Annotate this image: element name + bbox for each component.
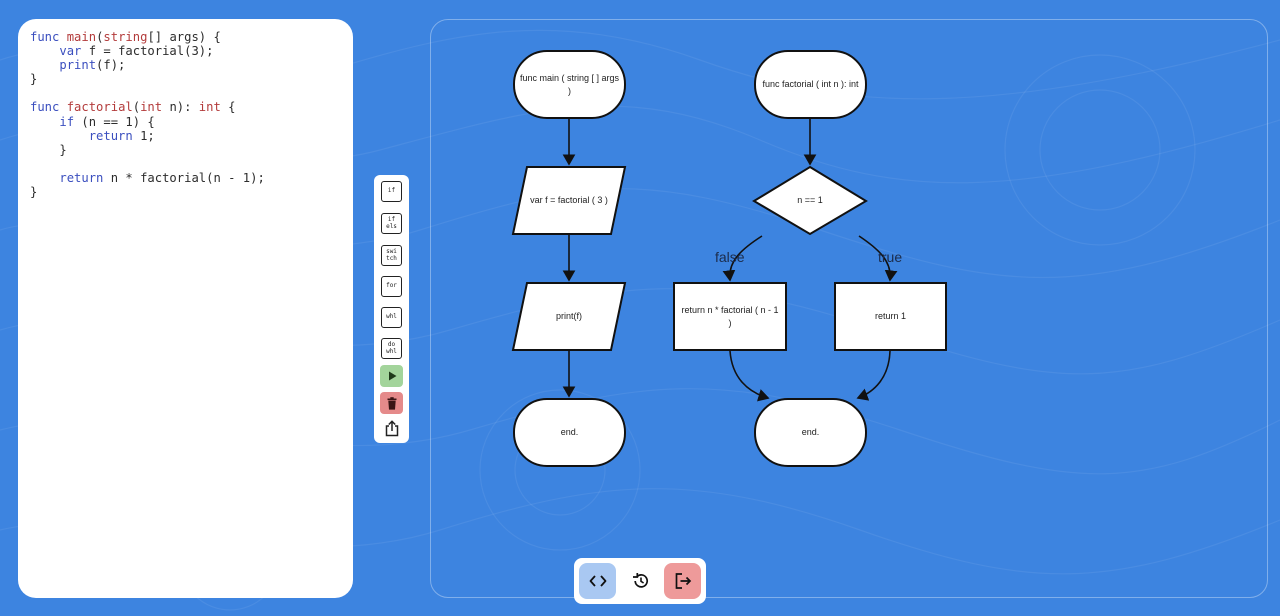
edge-true-end [856,350,891,401]
condition-node [752,165,868,236]
delete-button[interactable] [380,392,403,414]
false-edge-label: false [715,249,745,265]
code-view-button[interactable] [579,563,616,599]
main-end-label: end. [560,427,579,437]
condition-label: n == 1 [797,195,823,205]
block-toolbar: if if els swi tch for whl do whl [374,175,409,443]
main-assign-label: var f = factorial ( 3 ) [530,195,608,205]
true-edge-label: true [878,249,903,265]
edge-false-end [729,350,770,402]
edge-condition-false [722,235,763,282]
code-line: func factorial(int n): int { [30,100,236,115]
code-line: } [30,142,67,157]
code-line: print(f); [59,58,126,73]
exit-icon [675,573,691,589]
exit-button[interactable] [664,563,701,599]
code-icon [589,575,606,587]
history-button[interactable] [622,563,659,599]
run-button[interactable] [380,365,403,387]
factorial-start-label: func factorial ( int n ): int [762,79,859,89]
code-editor[interactable]: func main(string[] args) { var f = facto… [18,19,353,598]
if-block-button[interactable]: if [381,181,402,202]
play-icon [388,371,396,381]
true-block-node [834,282,947,351]
code-line: func main(string[] args) { [30,30,221,44]
share-icon [385,420,398,437]
edge-condition-true [858,235,898,282]
code-line: } [30,185,38,200]
share-button[interactable] [381,418,402,439]
code-line: return 1; [88,128,155,143]
factorial-start-node [754,50,867,119]
main-start-label: func main ( string [ ] args ) [519,72,620,96]
if-else-block-button[interactable]: if els [381,213,402,234]
bottom-action-bar [574,558,706,604]
code-line: } [30,72,38,87]
false-block-node [673,282,787,351]
flowchart-canvas[interactable] [430,19,1268,598]
factorial-end-node [754,398,867,467]
do-while-block-button[interactable]: do whl [381,338,402,359]
for-block-button[interactable]: for [381,276,402,297]
main-output-node [511,282,627,351]
code-line: var f = factorial(3); [59,44,214,59]
main-start-node [513,50,626,119]
false-block-label: return n * factorial ( n - 1 ) [681,304,779,328]
trash-icon [387,396,396,410]
true-block-label: return 1 [874,311,907,321]
main-output-label: print(f) [555,311,582,321]
code-line: return n * factorial(n - 1); [59,170,265,185]
while-block-button[interactable]: whl [381,307,402,328]
main-end-node [513,398,626,467]
switch-block-button[interactable]: swi tch [381,245,402,266]
factorial-end-label: end. [801,427,820,437]
history-icon [632,573,648,588]
main-assign-node [511,166,627,235]
code-line: if (n == 1) { [59,114,155,129]
